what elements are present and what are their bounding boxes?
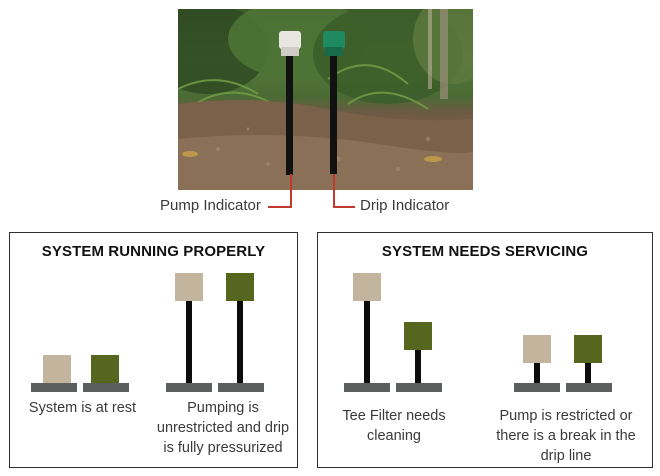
drip-base: [83, 383, 129, 392]
drip-stem: [585, 362, 591, 383]
pump-stem: [534, 362, 540, 383]
pump-base: [31, 383, 77, 392]
drip-cap: [404, 322, 432, 351]
pump-base: [166, 383, 212, 392]
drip-base: [218, 383, 264, 392]
panel-needs-servicing: SYSTEM NEEDS SERVICING Tee Filter needs …: [317, 232, 653, 468]
pump-base: [344, 383, 390, 392]
indicator-photo: [178, 9, 473, 190]
pump-indicator-label: Pump Indicator: [160, 197, 261, 214]
state-at-rest: [31, 233, 131, 393]
drip-base: [396, 383, 442, 392]
state-caption: System is at rest: [28, 400, 137, 416]
state-caption: Pump is restricted or there is a break i…: [496, 408, 636, 464]
pump-cap: [43, 355, 71, 383]
drip-stem: [415, 350, 421, 383]
state-caption: Tee Filter needs cleaning: [342, 408, 446, 444]
drip-leader-vertical: [333, 174, 335, 207]
pump-cap: [175, 273, 203, 301]
panel-title: SYSTEM NEEDS SERVICING: [381, 243, 589, 260]
panel-title: SYSTEM RUNNING PROPERLY: [41, 243, 266, 260]
state-tee-filter-cleaning: [344, 233, 444, 393]
garden-scene: [178, 9, 473, 190]
pump-stem: [364, 301, 370, 383]
pump-base: [514, 383, 560, 392]
panel-running-properly: SYSTEM RUNNING PROPERLY System is at res…: [9, 232, 298, 468]
drip-indicator-label: Drip Indicator: [360, 197, 450, 214]
pump-cap: [353, 273, 381, 301]
pump-cap: [523, 334, 551, 363]
state-pumping-unrestricted: [166, 233, 266, 393]
pump-stem: [186, 301, 192, 383]
drip-cap: [574, 334, 602, 363]
drip-cap: [226, 273, 254, 301]
state-caption: Pumping is unrestricted and drip is full…: [156, 400, 290, 456]
pump-leader-horizontal: [268, 206, 292, 208]
drip-leader-horizontal: [333, 206, 355, 208]
pump-leader-vertical: [290, 174, 292, 207]
drip-stem: [237, 301, 243, 383]
state-pump-restricted: [514, 233, 614, 393]
drip-cap: [91, 355, 119, 383]
drip-base: [566, 383, 612, 392]
